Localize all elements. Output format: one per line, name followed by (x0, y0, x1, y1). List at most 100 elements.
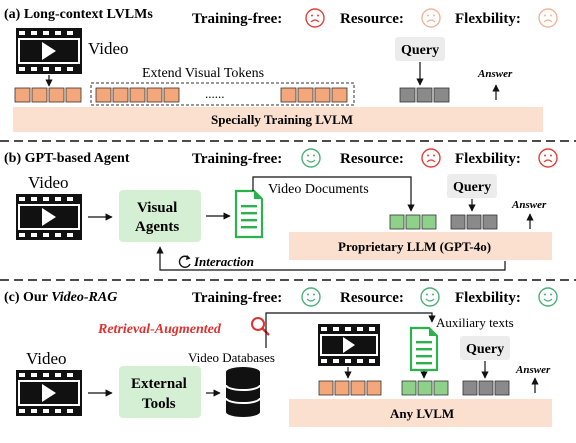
document-icon (234, 189, 264, 239)
query-box (447, 174, 497, 198)
panel-c-title: (c) Our Video-RAG (4, 290, 117, 305)
video-icon (318, 324, 380, 366)
visual-token (95, 87, 112, 103)
rating-label-resource: Resource: (340, 11, 404, 27)
model-label: Specially Training LVLM (211, 112, 353, 127)
text-token (421, 214, 437, 230)
query-label: Query (401, 43, 439, 58)
query-token (399, 87, 416, 103)
query-token (433, 87, 450, 103)
visual-token (14, 87, 31, 103)
query-label: Query (466, 342, 504, 357)
query-box (395, 37, 445, 61)
sad-face-icon (421, 148, 441, 168)
visual-token (65, 87, 82, 103)
rating-label-flexibility: Flexbility: (455, 151, 521, 167)
external-tools-label-2: Tools (142, 396, 176, 412)
happy-face-icon (301, 148, 321, 168)
refresh-icon (178, 255, 191, 268)
rating-label-training: Training-free: (192, 11, 282, 27)
external-tools-box (119, 366, 201, 418)
query-token (482, 214, 498, 230)
visual-token-row (318, 380, 382, 396)
visual-token (112, 87, 129, 103)
rating-label-flexibility: Flexbility: (455, 11, 521, 27)
rating-label-training: Training-free: (192, 151, 282, 167)
video-label: Video (28, 173, 69, 192)
visual-token (297, 87, 314, 103)
text-token-row (389, 214, 437, 230)
panel-a-ratings: Training-free: Resource: Flexbility: (192, 8, 558, 28)
visual-token (146, 87, 163, 103)
rating-label-resource: Resource: (340, 151, 404, 167)
query-token (466, 214, 482, 230)
visual-token (129, 87, 146, 103)
extend-token-box (90, 82, 355, 106)
retrieval-augmented-label: Retrieval-Augmented (97, 322, 222, 337)
text-token (417, 380, 433, 396)
database-icon (225, 367, 261, 417)
video-icon (16, 28, 82, 74)
visual-token (280, 87, 297, 103)
document-icon (409, 326, 439, 372)
panel-a: (a) Long-context LVLMs Training-free: Re… (4, 7, 558, 132)
ellipsis: ...... (205, 86, 225, 101)
visual-token (314, 87, 331, 103)
visual-token-row (14, 87, 82, 103)
interaction-label: Interaction (193, 254, 254, 269)
sad-face-icon (538, 148, 558, 168)
answer-label: Answer (511, 199, 547, 211)
text-token (389, 214, 405, 230)
query-token (462, 380, 478, 396)
answer-label: Answer (515, 364, 551, 376)
visual-token (163, 87, 180, 103)
query-token (416, 87, 433, 103)
panel-b: (b) GPT-based Agent Training-free: Resou… (4, 148, 558, 271)
text-token-row (401, 380, 449, 396)
panel-c-ratings: Training-free: Resource: Flexbility: (192, 287, 558, 307)
happy-face-icon (420, 287, 440, 307)
panel-b-ratings: Training-free: Resource: Flexbility: (192, 148, 558, 168)
extend-label: Extend Visual Tokens (142, 66, 264, 81)
panel-b-title: (b) GPT-based Agent (4, 151, 130, 166)
visual-token (366, 380, 382, 396)
visual-token (48, 87, 65, 103)
query-token-row (450, 214, 498, 230)
video-databases-label: Video Databases (188, 350, 275, 365)
visual-token (350, 380, 366, 396)
panel-c: (c) Our Video-RAG Training-free: Resourc… (4, 287, 558, 427)
text-token (405, 214, 421, 230)
visual-token (334, 380, 350, 396)
answer-label: Answer (477, 68, 513, 80)
video-icon (16, 370, 82, 416)
model-bar (289, 399, 552, 427)
query-token (450, 214, 466, 230)
model-bar (289, 232, 552, 260)
panel-a-title: (a) Long-context LVLMs (4, 7, 153, 22)
visual-agents-label-2: Agents (135, 219, 179, 235)
video-icon (16, 194, 82, 240)
query-token (494, 380, 510, 396)
sad-face-icon (538, 8, 558, 28)
rating-label-resource: Resource: (340, 290, 404, 306)
model-label: Any LVLM (390, 406, 454, 421)
external-tools-label-1: External (131, 376, 187, 392)
query-token-row (462, 380, 510, 396)
model-label: Proprietary LLM (GPT-4o) (338, 239, 491, 254)
video-label: Video (88, 39, 129, 58)
visual-agents-box (119, 190, 201, 242)
visual-token (318, 380, 334, 396)
text-token (433, 380, 449, 396)
extended-token-row (95, 87, 348, 103)
auxiliary-texts-label: Auxiliary texts (436, 315, 514, 330)
panel-c-title-prefix: (c) Our (4, 290, 51, 305)
happy-face-icon (301, 287, 321, 307)
text-token (401, 380, 417, 396)
panel-c-title-name: Video-RAG (51, 290, 117, 305)
query-token (478, 380, 494, 396)
visual-token (31, 87, 48, 103)
query-token-row (399, 87, 450, 103)
query-box (460, 336, 510, 360)
rating-label-training: Training-free: (192, 290, 282, 306)
